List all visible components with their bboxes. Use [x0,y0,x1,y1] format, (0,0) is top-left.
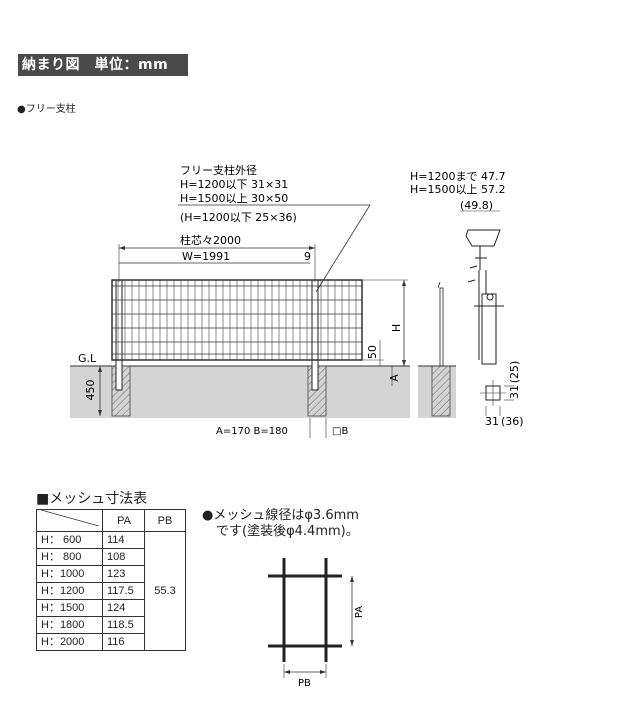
pa-label: PA [354,606,365,618]
post-size-label-2: H=1200以下 31×31 [180,178,288,191]
mesh-wire-note: ●メッシュ線径はφ3.6mm です(塗装後φ4.4mm)。 [202,508,359,540]
table-cell: 117.5 [102,582,145,600]
installation-drawing: フリー支柱外径 H=1200以下 31×31 H=1500以上 30×50 (H… [70,163,524,438]
depth-450-label: 450 [84,380,97,401]
width-side-label: 9 [304,250,311,263]
table-cell: H：1200 [36,582,103,600]
mesh-note-line-1: ●メッシュ線径はφ3.6mm [202,508,359,523]
side-height-3: (49.8) [460,199,493,212]
side-view-fence [437,281,444,367]
post-size-label-3: H=1500以上 30×50 [180,192,288,205]
post-size-label-4: (H=1200以下 25×36) [180,211,297,224]
post-size-label-1: フリー支柱外径 [180,163,257,177]
dim-a-label: A [388,374,401,382]
post-right [311,279,319,391]
section-31b-label: 31 [485,415,499,428]
table-cell: 124 [102,599,145,617]
table-header-row: PA PB [36,509,186,532]
foundation-side [431,365,451,417]
table-row: H：2000 116 [36,633,186,651]
b-dimension-label: □B [332,426,348,437]
table-cell: 116 [102,633,145,651]
mesh-table-title: ■メッシュ寸法表 [36,491,148,507]
section-title: 納まり図 単位：mm [18,54,188,76]
table-cell: 118.5 [102,616,145,634]
table-cell: H：1800 [36,616,103,634]
section-25-label: (25) [508,361,521,384]
side-section-detail [465,229,504,365]
width-label: W=1991 [182,250,230,263]
table-cell: H： 800 [36,548,103,566]
section-31-label: 31 [508,385,521,399]
mesh-detail-diagram: PA PB [268,558,365,689]
section-36-label: (36) [501,415,524,428]
mesh-note-line-2: です(塗装後φ4.4mm)。 [216,524,359,539]
post-left [115,279,123,391]
table-cell: 114 [102,531,145,549]
gap-50-label: 50 [366,345,379,359]
ab-dimension-label: A=170 B=180 [216,426,288,437]
center-distance-label: 柱芯々2000 [180,233,241,247]
post-leader-line [315,204,371,293]
mesh-dimension-table: PA PB H： 600 114 55.3 H： 800 108 H：1000 … [36,509,186,651]
mesh-panel [111,279,363,361]
table-row: H：1800 118.5 [36,616,186,634]
table-row: H：1500 124 [36,599,186,617]
table-cell: 108 [102,548,145,566]
table-cell: H：2000 [36,633,103,651]
fence-type-label: ●フリー支柱 [17,104,76,115]
diagonal-line [40,509,100,527]
table-cell: H：1000 [36,565,103,583]
table-row: H： 600 114 55.3 [36,531,186,651]
table-row: H：1000 123 [36,565,186,583]
table-cell: 123 [102,565,145,583]
gl-label: G.L [78,352,97,365]
table-header-cell: PA [102,509,145,532]
height-label: H [390,324,403,332]
table-cell: H：1500 [36,599,103,617]
side-height-1: H=1200まで 47.7 [410,170,505,183]
table-header-cell [36,509,103,532]
table-cell: H： 600 [36,531,103,549]
pb-label: PB [298,678,311,689]
table-header-cell: PB [144,509,186,532]
side-height-2: H=1500以上 57.2 [410,183,505,196]
pb-value-cell: 55.3 [144,531,186,651]
